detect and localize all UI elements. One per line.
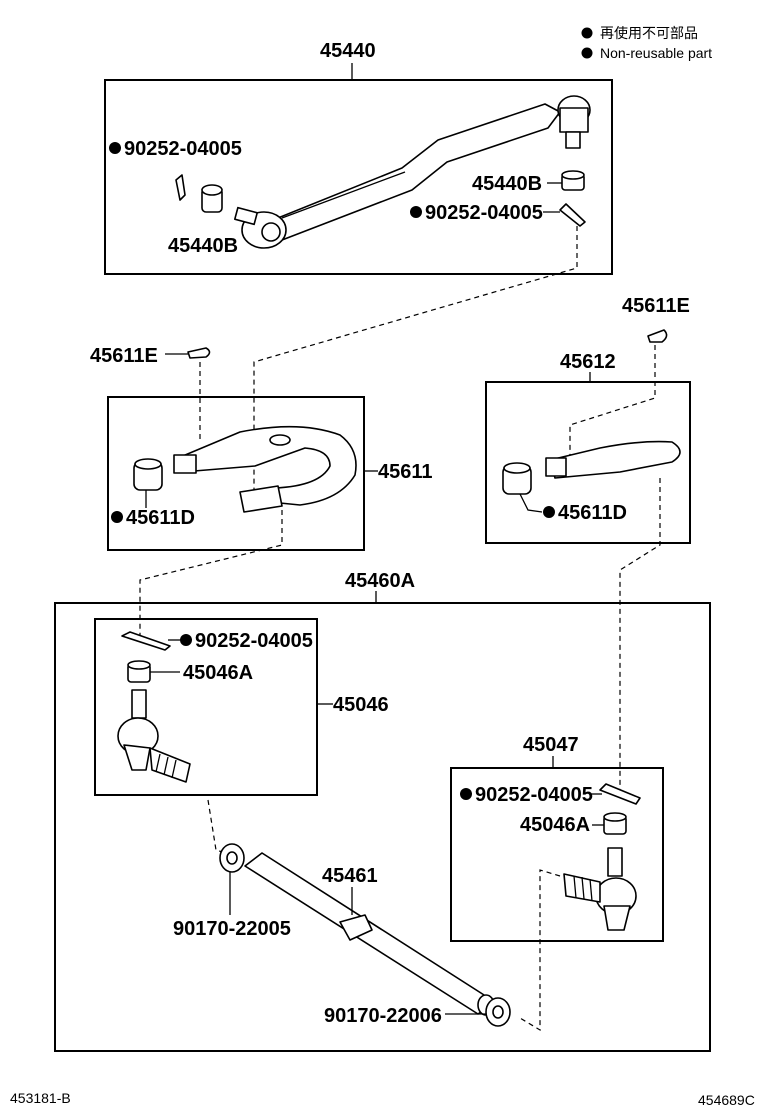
lock-nut-icon bbox=[502, 462, 532, 495]
castle-nut-icon bbox=[561, 170, 585, 191]
label-45440B-left[interactable]: 45440B bbox=[168, 235, 238, 257]
steering-knuckle-arm bbox=[173, 425, 357, 513]
non-reusable-bullet-icon bbox=[581, 47, 593, 59]
non-reusable-bullet-icon bbox=[109, 142, 121, 154]
legend-english: Non-reusable part bbox=[600, 45, 712, 61]
drag-link-rod bbox=[233, 95, 591, 249]
castle-nut-icon bbox=[201, 184, 223, 213]
non-reusable-bullet-icon bbox=[111, 511, 123, 523]
label-45046A-left[interactable]: 45046A bbox=[183, 662, 253, 684]
label-cotter-top-right[interactable]: 90252-04005 bbox=[425, 202, 543, 224]
box-45046 bbox=[94, 618, 318, 796]
box-45612 bbox=[485, 381, 691, 544]
steering-knuckle-arm bbox=[545, 440, 681, 479]
castle-nut-icon bbox=[603, 812, 627, 835]
label-45460A[interactable]: 45460A bbox=[345, 570, 415, 592]
label-45461[interactable]: 45461 bbox=[322, 865, 378, 887]
label-cotter-top-left[interactable]: 90252-04005 bbox=[124, 138, 242, 160]
label-45046A-right[interactable]: 45046A bbox=[520, 814, 590, 836]
label-45612[interactable]: 45612 bbox=[560, 351, 616, 373]
legend: 再使用不可部品 Non-reusable part bbox=[581, 25, 712, 61]
non-reusable-bullet-icon bbox=[410, 206, 422, 218]
label-45611E-left[interactable]: 45611E bbox=[90, 345, 158, 367]
label-45611[interactable]: 45611 bbox=[378, 461, 433, 483]
label-45611E-right[interactable]: 45611E bbox=[622, 295, 690, 317]
label-45046[interactable]: 45046 bbox=[333, 694, 389, 716]
box-45460A bbox=[54, 602, 711, 1052]
footer-right-code: 454689C bbox=[698, 1092, 755, 1108]
box-45440 bbox=[104, 79, 613, 275]
label-45611D-right[interactable]: 45611D bbox=[558, 502, 627, 524]
label-cotter-45046[interactable]: 90252-04005 bbox=[195, 630, 313, 652]
clamp-icon bbox=[219, 843, 245, 873]
non-reusable-bullet-icon bbox=[543, 506, 555, 518]
castle-nut-icon bbox=[127, 660, 151, 683]
cotter-pin-icon bbox=[175, 174, 186, 201]
label-clamp-22006[interactable]: 90170-22006 bbox=[324, 1005, 442, 1027]
cotter-pin-icon bbox=[121, 631, 171, 651]
box-45047 bbox=[450, 767, 664, 942]
clamp-icon bbox=[485, 997, 511, 1027]
lock-nut-icon bbox=[133, 458, 163, 491]
tie-rod-end-left bbox=[117, 689, 191, 783]
footer-left-code: 453181-B bbox=[10, 1090, 71, 1106]
woodruff-key-icon bbox=[647, 329, 668, 343]
label-45047[interactable]: 45047 bbox=[523, 734, 579, 756]
legend-japanese: 再使用不可部品 bbox=[600, 25, 698, 41]
non-reusable-bullet-icon bbox=[460, 788, 472, 800]
cotter-pin-icon bbox=[599, 783, 641, 805]
label-clamp-22005[interactable]: 90170-22005 bbox=[173, 918, 291, 940]
label-45440[interactable]: 45440 bbox=[320, 40, 376, 62]
non-reusable-bullet-icon bbox=[180, 634, 192, 646]
label-45440B-right[interactable]: 45440B bbox=[472, 173, 542, 195]
label-cotter-45047[interactable]: 90252-04005 bbox=[475, 784, 593, 806]
box-45611 bbox=[107, 396, 365, 551]
label-45611D-left[interactable]: 45611D bbox=[126, 507, 195, 529]
woodruff-key-icon bbox=[187, 347, 211, 359]
cotter-pin-icon bbox=[559, 203, 586, 227]
tie-rod-end-right bbox=[563, 847, 637, 931]
non-reusable-bullet-icon bbox=[581, 27, 593, 39]
